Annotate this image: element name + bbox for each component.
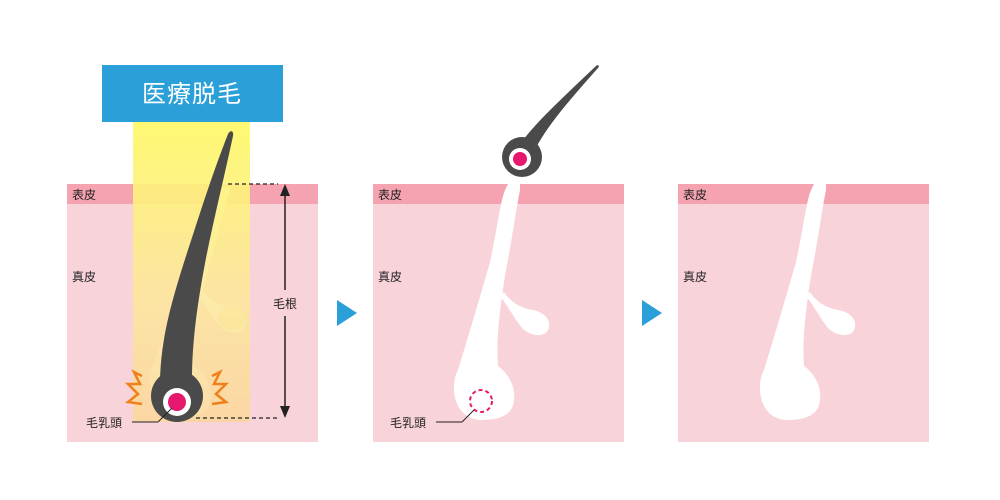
- panel-3: 表皮 真皮: [678, 184, 929, 442]
- dermis-label: 真皮: [72, 270, 96, 284]
- panel-2: 表皮 真皮 毛乳頭: [373, 65, 624, 442]
- epidermis-layer: [678, 184, 929, 204]
- papilla-label: 毛乳頭: [86, 416, 122, 430]
- hair-follicle: [759, 184, 826, 420]
- epidermis-label: 表皮: [683, 188, 707, 202]
- epidermis-layer: [373, 184, 624, 204]
- sebaceous-gland: [806, 292, 856, 336]
- page-title: 医療脱毛: [142, 80, 242, 108]
- dermis-label: 真皮: [683, 270, 707, 284]
- dermis-label: 真皮: [378, 270, 402, 284]
- panel-1: 毛根 表皮 真皮 毛乳頭: [67, 122, 318, 442]
- root-label: 毛根: [273, 297, 297, 311]
- sebaceous-gland: [500, 292, 550, 336]
- papilla-label: 毛乳頭: [390, 416, 426, 430]
- heat-burst-icon: [124, 369, 230, 406]
- root-arrow-up: [280, 184, 290, 196]
- removed-hair: [502, 65, 599, 177]
- dermal-papilla: [513, 152, 527, 166]
- hair-follicle: [453, 184, 520, 420]
- epidermis-label: 表皮: [72, 188, 96, 202]
- hair-strand: [160, 131, 234, 386]
- empty-papilla: [469, 389, 493, 413]
- root-arrow-down: [280, 406, 290, 418]
- dermal-papilla: [168, 393, 186, 411]
- right-triangle-icon: [642, 300, 662, 326]
- epidermis-label: 表皮: [378, 188, 402, 202]
- title-box: 医療脱毛: [102, 65, 283, 122]
- right-triangle-icon: [337, 300, 357, 326]
